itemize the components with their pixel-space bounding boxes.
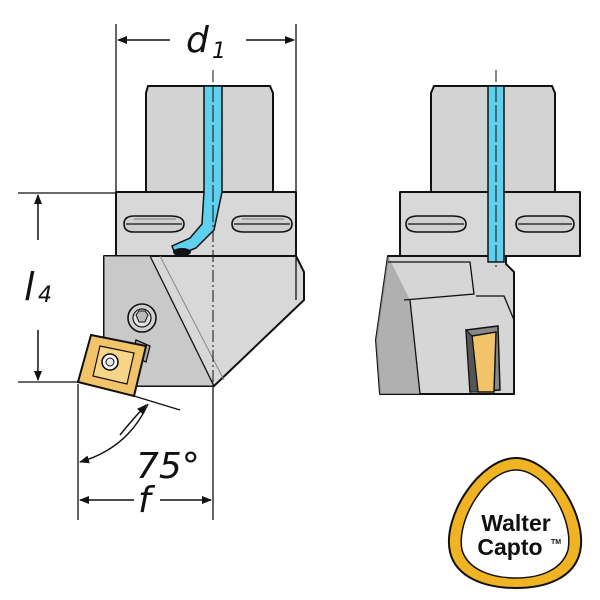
left-flange-screw-a (123, 215, 185, 233)
l4-label: l (24, 265, 35, 309)
right-flange-screw-a (405, 215, 467, 233)
logo-line2: Capto (477, 534, 542, 560)
dimension-d1: d 1 (115, 20, 297, 192)
right-flange-screw-b (515, 215, 575, 233)
right-insert (465, 325, 501, 393)
d1-label: d (186, 20, 210, 61)
l4-subscript: 4 (38, 283, 52, 308)
logo-line1: Walter (481, 510, 550, 536)
logo-trademark: TM (551, 539, 561, 546)
left-view (76, 85, 305, 398)
angle-label: 75° (136, 446, 200, 487)
left-clamp-screw (127, 303, 157, 333)
d1-subscript: 1 (212, 39, 226, 64)
left-insert (76, 333, 148, 398)
dimension-angle: 75° (77, 384, 200, 520)
right-view (375, 85, 581, 395)
dimension-l4: l 4 (18, 192, 116, 383)
walter-capto-logo: Walter Capto TM (447, 456, 583, 590)
left-flange-screw-b (231, 215, 293, 233)
